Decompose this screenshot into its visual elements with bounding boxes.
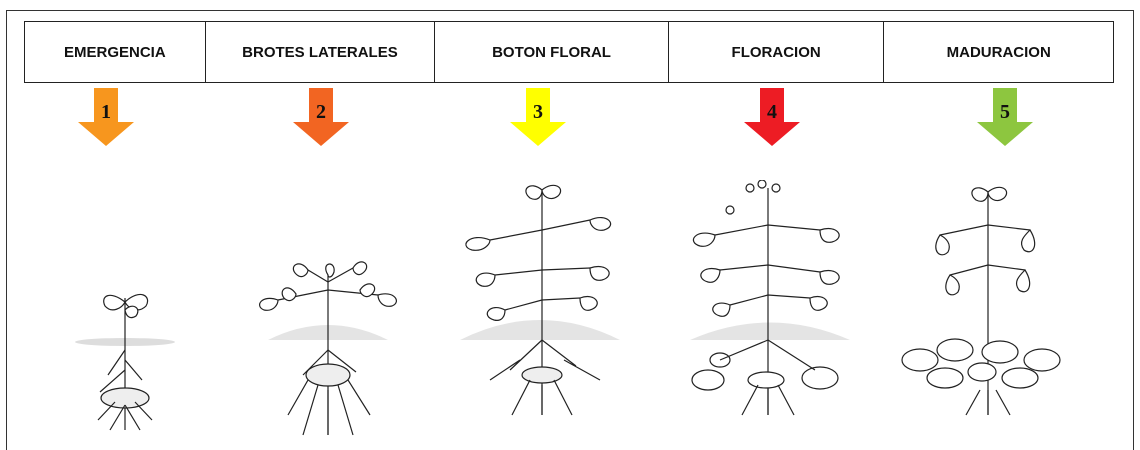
stage-header-boton-floral: BOTON FLORAL xyxy=(435,22,669,82)
stage-header-emergencia: EMERGENCIA xyxy=(25,22,206,82)
stage-header-floracion: FLORACION xyxy=(669,22,885,82)
stage-1-number: 1 xyxy=(101,101,111,123)
stage-3-arrow-icon: 3 xyxy=(510,88,566,146)
plant-maduracion-illustration xyxy=(900,180,1070,420)
plant-floracion-illustration xyxy=(680,180,860,420)
stage-header-maduracion: MADURACION xyxy=(884,22,1113,82)
stage-2-number: 2 xyxy=(316,101,326,123)
stage-4-number: 4 xyxy=(767,101,777,123)
stage-2-arrow-icon: 2 xyxy=(293,88,349,146)
stage-5-number: 5 xyxy=(1000,101,1010,123)
stage-4-arrow-icon: 4 xyxy=(744,88,800,146)
plant-emergencia-illustration xyxy=(70,280,180,440)
plant-boton-floral-illustration xyxy=(450,180,630,420)
stage-header-brotes-laterales: BROTES LATERALES xyxy=(206,22,436,82)
stage-5-arrow-icon: 5 xyxy=(977,88,1033,146)
stage-3-number: 3 xyxy=(533,101,543,123)
plant-brotes-laterales-illustration xyxy=(248,250,408,440)
stage-header-row: EMERGENCIA BROTES LATERALES BOTON FLORAL… xyxy=(24,21,1114,83)
stage-1-arrow-icon: 1 xyxy=(78,88,134,146)
